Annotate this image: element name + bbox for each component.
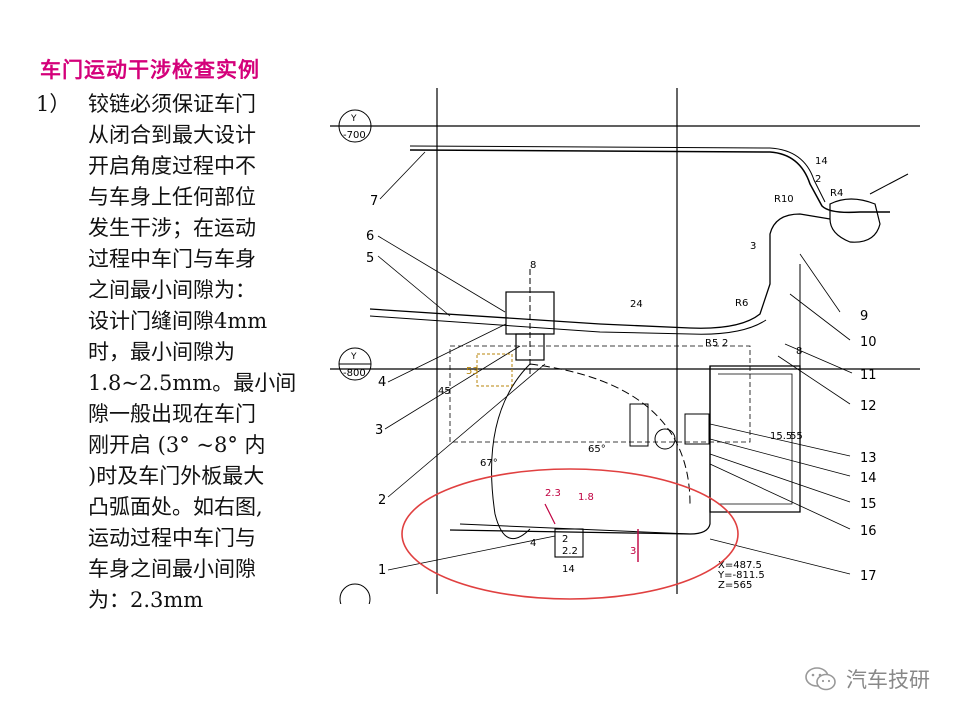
svg-text:2: 2 (815, 174, 821, 185)
clearance-highlight-ellipse (401, 468, 739, 600)
svg-text:14: 14 (562, 564, 575, 575)
paragraph-line: )时及车门外板最大 (88, 464, 265, 488)
y-section-marker-800: Y -800 (338, 347, 372, 381)
paragraph-line: 从闭合到最大设计 (88, 123, 256, 147)
watermark-text: 汽车技研 (846, 668, 930, 692)
svg-text:10: 10 (860, 335, 877, 350)
svg-text:17: 17 (860, 569, 877, 584)
dimension-labels: 14 2 R4 R10 3 8 24 R6 R5 2 8 45 53 15.5 … (438, 156, 843, 575)
svg-text:65°: 65° (588, 444, 606, 455)
svg-text:R4: R4 (830, 188, 843, 199)
wechat-icon (805, 667, 836, 691)
svg-text:3: 3 (375, 423, 383, 438)
svg-text:2.3: 2.3 (545, 488, 561, 499)
svg-text:24: 24 (630, 299, 643, 310)
paragraph-line: 之间最小间隙为： (88, 278, 256, 302)
svg-text:3: 3 (630, 546, 636, 557)
coordinate-readout: X=487.5 Y=-811.5 Z=565 (717, 560, 765, 591)
svg-text:4: 4 (530, 538, 536, 549)
svg-text:R6: R6 (735, 298, 748, 309)
paragraph-line: 铰链必须保证车门 (88, 92, 256, 116)
svg-text:12: 12 (860, 399, 877, 414)
svg-text:5: 5 (366, 251, 374, 266)
svg-text:15: 15 (860, 497, 877, 512)
svg-text:X=487.5: X=487.5 (718, 560, 762, 571)
paragraph-line: 隙一般出现在车门 (88, 402, 256, 426)
svg-text:Y: Y (350, 352, 357, 362)
svg-text:67°: 67° (480, 458, 498, 469)
slide-title: 车门运动干涉检查实例 (40, 58, 260, 82)
paragraph-line: 为：2.3mm (88, 588, 204, 612)
svg-text:4: 4 (378, 375, 386, 390)
svg-text:R5: R5 (705, 338, 718, 349)
svg-text:3: 3 (750, 241, 756, 252)
svg-text:1: 1 (378, 563, 386, 578)
paragraph-line: 刚开启 (3° ~8° 内 (88, 433, 266, 457)
svg-text:1.8: 1.8 (578, 492, 594, 503)
svg-text:13: 13 (860, 451, 877, 466)
svg-text:8: 8 (530, 260, 536, 271)
part-number-labels: 7 6 5 4 3 2 1 9 10 11 12 13 14 15 16 17 (366, 194, 877, 584)
svg-text:6: 6 (366, 229, 374, 244)
svg-text:8: 8 (796, 346, 802, 357)
svg-text:15.5: 15.5 (770, 431, 792, 442)
svg-text:7: 7 (370, 194, 378, 209)
paragraph-line: 与车身上任何部位 (88, 185, 256, 209)
paragraph-line: 发生干涉；在运动 (88, 216, 256, 240)
svg-text:53: 53 (466, 366, 479, 377)
svg-text:2.2: 2.2 (562, 546, 578, 557)
svg-text:-700: -700 (343, 130, 366, 141)
svg-text:2: 2 (562, 534, 568, 545)
item-number: 1） (36, 92, 71, 116)
svg-text:Y=-811.5: Y=-811.5 (717, 570, 765, 581)
svg-text:-800: -800 (343, 368, 366, 379)
paragraph-line: 时，最小间隙为 (88, 340, 235, 364)
paragraph-line: 设计门缝间隙4mm (88, 309, 268, 333)
svg-text:55: 55 (790, 431, 803, 442)
paragraph-line: 运动过程中车门与 (88, 526, 256, 550)
svg-text:Y: Y (350, 114, 357, 124)
svg-text:14: 14 (860, 471, 877, 486)
svg-text:Z=565: Z=565 (718, 580, 752, 591)
svg-text:2: 2 (378, 493, 386, 508)
svg-text:45: 45 (438, 386, 451, 397)
paragraph-line: 过程中车门与车身 (88, 247, 256, 271)
svg-text:R10: R10 (774, 194, 794, 205)
hinge-clearance-drawing: Y -700 Y -800 (330, 88, 920, 604)
svg-text:2: 2 (722, 338, 728, 349)
svg-text:14: 14 (815, 156, 828, 167)
svg-text:9: 9 (860, 309, 868, 324)
paragraph-line: 1.8~2.5mm。最小间 (88, 371, 297, 395)
paragraph-line: 开启角度过程中不 (88, 154, 256, 178)
watermark: 汽车技研 (804, 664, 930, 694)
paragraph-line: 凸弧面处。如右图, (88, 495, 263, 519)
svg-text:11: 11 (860, 368, 877, 383)
y-section-marker-700: Y -700 (338, 109, 372, 143)
paragraph-line: 车身之间最小间隙 (88, 557, 256, 581)
svg-text:16: 16 (860, 524, 877, 539)
